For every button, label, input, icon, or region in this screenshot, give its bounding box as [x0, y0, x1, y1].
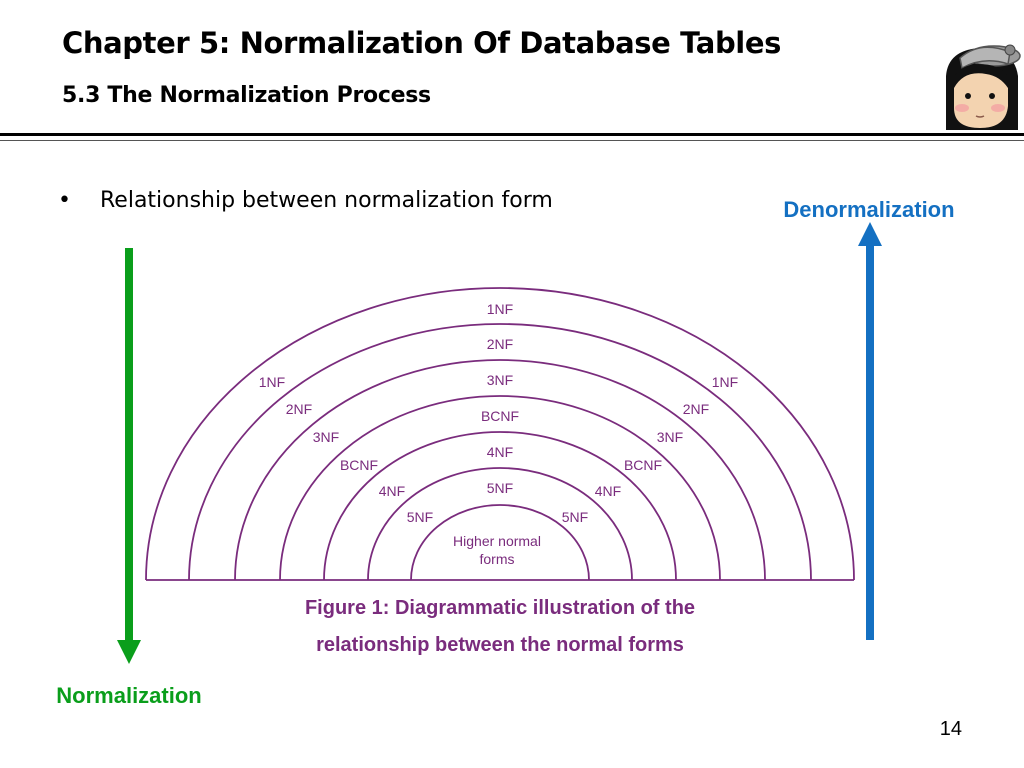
header-rule-thin — [0, 140, 1024, 141]
slide-title: Chapter 5: Normalization Of Database Tab… — [62, 26, 781, 60]
figure-caption-line2: relationship between the normal forms — [316, 634, 684, 656]
top-label-3nf: 3NF — [487, 372, 513, 388]
arc-1nf — [145, 287, 855, 581]
left-label-4nf: 4NF — [379, 483, 405, 499]
arc-higher — [410, 504, 590, 581]
normalization-label: Normalization — [56, 683, 201, 708]
left-label-1nf: 1NF — [259, 374, 285, 390]
right-label-2nf: 2NF — [683, 401, 709, 417]
top-label-bcnf: BCNF — [481, 408, 519, 424]
bullet-item: • Relationship between normalization form — [58, 188, 553, 213]
right-label-1nf: 1NF — [712, 374, 738, 390]
bullet-dot: • — [58, 188, 71, 213]
denormalization-label: Denormalization — [783, 197, 954, 222]
center-label-line1: Higher normal — [453, 533, 541, 549]
left-label-2nf: 2NF — [286, 401, 312, 417]
arc-bcnf — [279, 395, 721, 581]
right-label-4nf: 4NF — [595, 483, 621, 499]
top-label-2nf: 2NF — [487, 336, 513, 352]
header-rule-thick — [0, 133, 1024, 136]
right-label-bcnf: BCNF — [624, 457, 662, 473]
top-label-5nf: 5NF — [487, 480, 513, 496]
top-label-1nf: 1NF — [487, 301, 513, 317]
left-label-bcnf: BCNF — [340, 457, 378, 473]
denormalization-arrow — [858, 222, 882, 640]
center-label-line2: forms — [480, 551, 515, 567]
left-label-5nf: 5NF — [407, 509, 433, 525]
bullet-text: Relationship between normalization form — [100, 188, 553, 213]
right-label-3nf: 3NF — [657, 429, 683, 445]
cartoon-avatar-icon — [946, 44, 1021, 130]
slide-subtitle: 5.3 The Normalization Process — [62, 83, 431, 108]
left-label-3nf: 3NF — [313, 429, 339, 445]
top-label-4nf: 4NF — [487, 444, 513, 460]
page-number: 14 — [939, 718, 962, 740]
arc-4nf — [323, 431, 677, 581]
figure-caption-line1: Figure 1: Diagrammatic illustration of t… — [304, 597, 696, 619]
right-label-5nf: 5NF — [562, 509, 588, 525]
arc-3nf — [234, 359, 766, 581]
normalization-arrow — [117, 248, 141, 664]
arc-2nf — [188, 323, 812, 581]
arc-5nf — [367, 467, 633, 581]
